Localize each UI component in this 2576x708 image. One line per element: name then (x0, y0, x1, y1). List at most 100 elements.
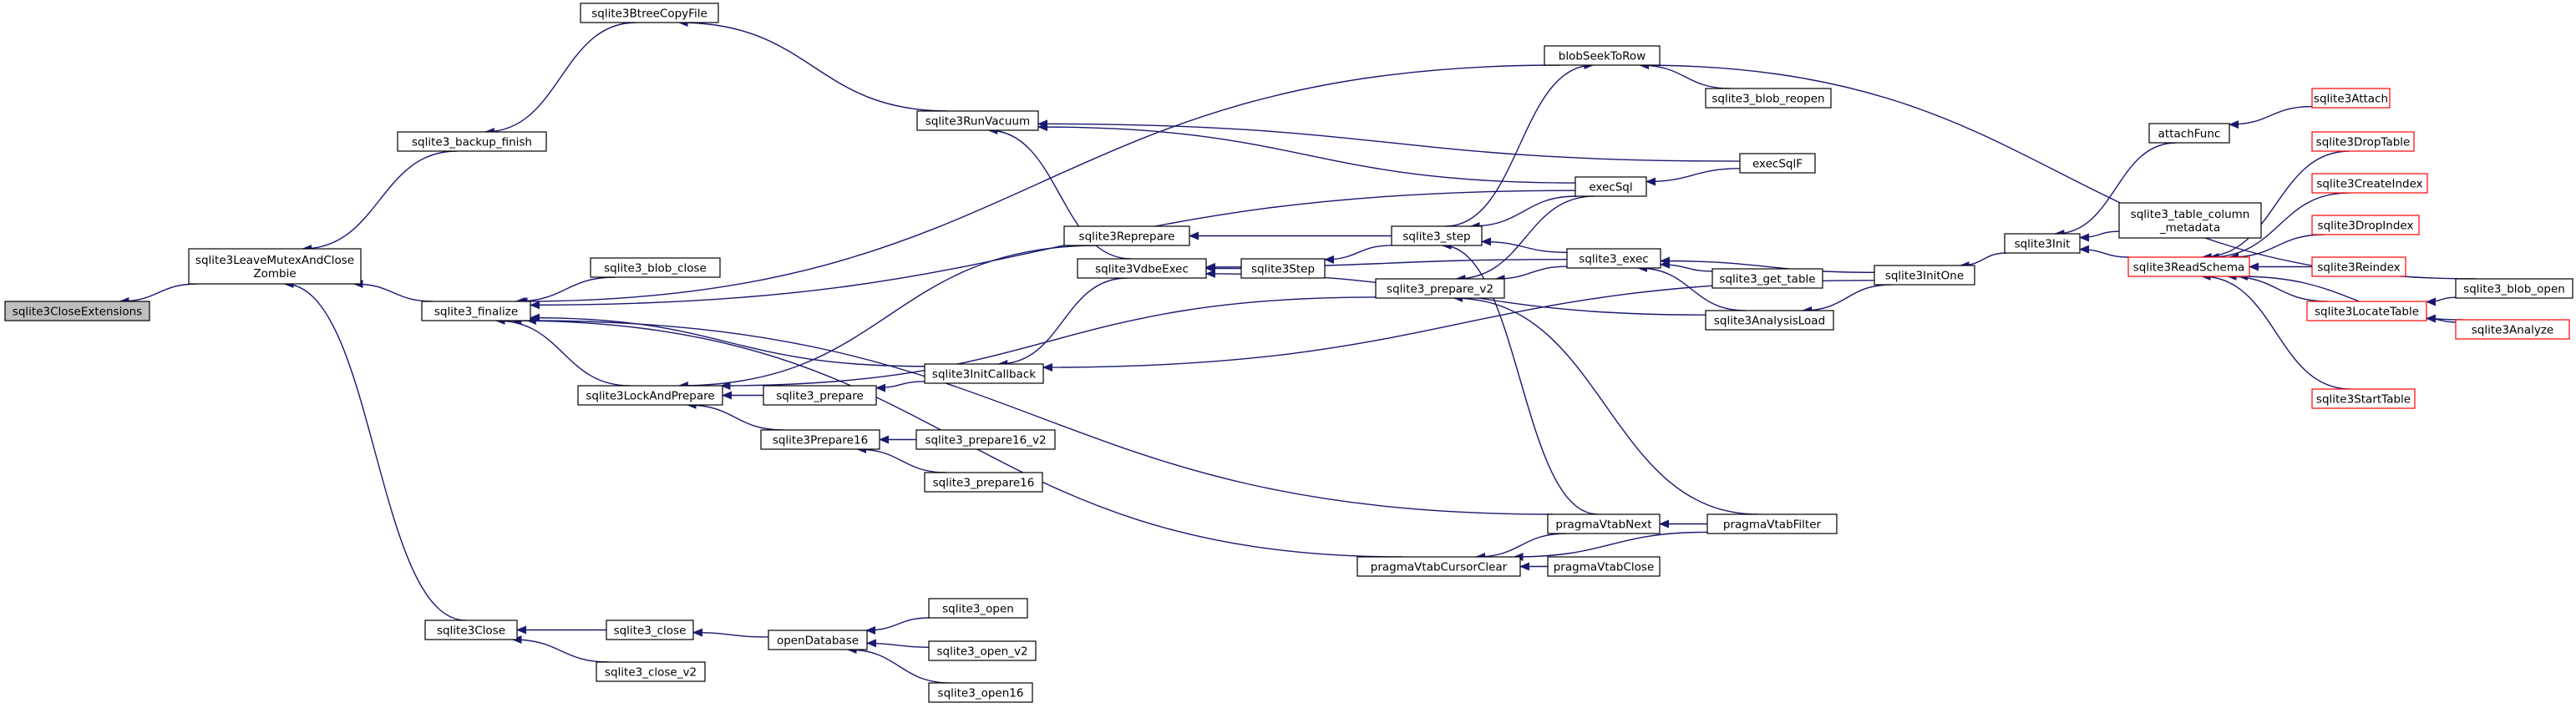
graph-node-sqlite3initone[interactable]: sqlite3InitOne (1874, 265, 1975, 286)
graph-node-sqlite3-prepare16-v2[interactable]: sqlite3_prepare16_v2 (915, 429, 1056, 450)
node-box[interactable] (2311, 388, 2416, 409)
node-box[interactable] (768, 630, 868, 650)
node-box[interactable] (928, 682, 1033, 703)
graph-node-pragmavtabfilter[interactable]: pragmaVtabFilter (1706, 513, 1838, 534)
node-box[interactable] (1063, 225, 1190, 246)
node-box[interactable] (2455, 278, 2573, 299)
graph-node-sqlite3-open-v2[interactable]: sqlite3_open_v2 (928, 640, 1037, 661)
graph-node-sqlite3-get-table[interactable]: sqlite3_get_table (1711, 268, 1823, 289)
node-box[interactable] (1575, 176, 1647, 197)
graph-node-sqlite3close[interactable]: sqlite3Close (424, 620, 518, 640)
node-box[interactable] (1706, 513, 1838, 534)
graph-node-sqlite3-finalize[interactable]: sqlite3_finalize (421, 301, 531, 321)
node-box[interactable] (1547, 556, 1661, 577)
graph-node-execsqlf[interactable]: execSqlF (1739, 153, 1816, 174)
graph-node-pragmavtabcursorclear[interactable]: pragmaVtabCursorClear (1356, 556, 1521, 577)
node-box[interactable] (924, 472, 1043, 493)
node-box[interactable] (4, 301, 150, 321)
node-box[interactable] (1874, 265, 1975, 286)
node-box[interactable] (397, 131, 547, 152)
node-box[interactable] (2311, 173, 2428, 194)
node-box[interactable] (424, 620, 518, 640)
graph-node-sqlite3dropindex[interactable]: sqlite3DropIndex (2311, 215, 2420, 235)
node-box[interactable] (924, 363, 1044, 384)
node-box[interactable] (763, 385, 877, 406)
node-box[interactable] (2455, 319, 2570, 340)
node-box[interactable] (2311, 131, 2415, 152)
graph-node-sqlite3-table-column-metadata[interactable]: sqlite3_table_column_metadata (2118, 202, 2262, 239)
graph-node-sqlite3btreecopyfile[interactable]: sqlite3BtreeCopyFile (580, 3, 719, 23)
graph-node-sqlite3-prepare[interactable]: sqlite3_prepare (763, 385, 877, 406)
node-box[interactable] (577, 385, 723, 406)
graph-node-sqlite3vdbeexec[interactable]: sqlite3VdbeExec (1077, 258, 1207, 279)
graph-node-opendatabase[interactable]: openDatabase (768, 630, 868, 650)
graph-node-attachfunc[interactable]: attachFunc (2148, 123, 2230, 144)
graph-node-sqlite3createindex[interactable]: sqlite3CreateIndex (2311, 173, 2428, 194)
graph-node-sqlite3analyze[interactable]: sqlite3Analyze (2455, 319, 2570, 340)
graph-node-sqlite3-close[interactable]: sqlite3_close (606, 620, 694, 640)
node-box[interactable] (1544, 45, 1661, 66)
node-box[interactable] (2306, 301, 2427, 321)
node-box[interactable] (2004, 233, 2081, 254)
node-box[interactable] (1375, 278, 1505, 299)
node-box[interactable] (1391, 225, 1483, 246)
graph-node-sqlite3readschema[interactable]: sqlite3ReadSchema (2127, 256, 2250, 277)
graph-node-sqlite3analysisload[interactable]: sqlite3AnalysisLoad (1705, 310, 1834, 331)
graph-node-sqlite3-prepare16[interactable]: sqlite3_prepare16 (924, 472, 1043, 493)
node-box[interactable] (928, 640, 1037, 661)
node-box[interactable] (928, 598, 1028, 619)
node-box[interactable] (1240, 258, 1326, 279)
node-box[interactable] (1705, 88, 1832, 109)
node-box[interactable] (2127, 256, 2250, 277)
graph-node-sqlite3runvacuum[interactable]: sqlite3RunVacuum (916, 110, 1039, 131)
node-box[interactable] (188, 248, 362, 285)
node-box[interactable] (580, 3, 719, 23)
graph-node-sqlite3attach[interactable]: sqlite3Attach (2311, 88, 2391, 109)
node-box[interactable] (760, 429, 880, 450)
node-box[interactable] (2311, 215, 2420, 235)
node-box[interactable] (1705, 310, 1834, 331)
graph-node-sqlite3-prepare-v2[interactable]: sqlite3_prepare_v2 (1375, 278, 1505, 299)
graph-node-sqlite3-exec[interactable]: sqlite3_exec (1566, 248, 1661, 269)
graph-node-sqlite3-backup-finish[interactable]: sqlite3_backup_finish (397, 131, 547, 152)
graph-node-sqlite3droptable[interactable]: sqlite3DropTable (2311, 131, 2415, 152)
graph-node-sqlite3-blob-close[interactable]: sqlite3_blob_close (590, 257, 721, 278)
graph-node-blobseektorow[interactable]: blobSeekToRow (1544, 45, 1661, 66)
graph-node-sqlite3-open16[interactable]: sqlite3_open16 (928, 682, 1033, 703)
node-box[interactable] (1077, 258, 1207, 279)
graph-node-sqlite3locatetable[interactable]: sqlite3LocateTable (2306, 301, 2427, 321)
node-box[interactable] (2311, 88, 2391, 109)
graph-node-sqlite3lockandprepare[interactable]: sqlite3LockAndPrepare (577, 385, 723, 406)
graph-node-sqlite3-step[interactable]: sqlite3_step (1391, 225, 1483, 246)
node-box[interactable] (421, 301, 531, 321)
graph-node-sqlite3reindex[interactable]: sqlite3Reindex (2311, 256, 2406, 277)
graph-node-sqlite3-blob-reopen[interactable]: sqlite3_blob_reopen (1705, 88, 1832, 109)
graph-node-sqlite3starttable[interactable]: sqlite3StartTable (2311, 388, 2416, 409)
node-box[interactable] (2311, 256, 2406, 277)
graph-node-sqlite3initcallback[interactable]: sqlite3InitCallback (924, 363, 1044, 384)
graph-node-sqlite3reprepare[interactable]: sqlite3Reprepare (1063, 225, 1190, 246)
node-box[interactable] (1547, 513, 1661, 534)
graph-node-pragmavtabnext[interactable]: pragmaVtabNext (1547, 513, 1661, 534)
graph-node-sqlite3-open[interactable]: sqlite3_open (928, 598, 1028, 619)
graph-node-sqlite3-blob-open[interactable]: sqlite3_blob_open (2455, 278, 2573, 299)
node-box[interactable] (596, 661, 706, 682)
node-box[interactable] (590, 257, 721, 278)
graph-node-sqlite3-close-v2[interactable]: sqlite3_close_v2 (596, 661, 706, 682)
node-box[interactable] (1711, 268, 1823, 289)
graph-node-sqlite3init[interactable]: sqlite3Init (2004, 233, 2081, 254)
node-box[interactable] (915, 429, 1056, 450)
node-box[interactable] (1566, 248, 1661, 269)
graph-node-pragmavtabclose[interactable]: pragmaVtabClose (1547, 556, 1661, 577)
node-box[interactable] (2118, 202, 2262, 239)
node-box[interactable] (916, 110, 1039, 131)
node-box[interactable] (1356, 556, 1521, 577)
graph-node-sqlite3prepare16[interactable]: sqlite3Prepare16 (760, 429, 880, 450)
graph-node-sqlite3closeextensions[interactable]: sqlite3CloseExtensions (4, 301, 150, 321)
graph-node-sqlite3step[interactable]: sqlite3Step (1240, 258, 1326, 279)
node-box[interactable] (606, 620, 694, 640)
node-box[interactable] (1739, 153, 1816, 174)
node-box[interactable] (2148, 123, 2230, 144)
graph-node-execsql[interactable]: execSql (1575, 176, 1647, 197)
